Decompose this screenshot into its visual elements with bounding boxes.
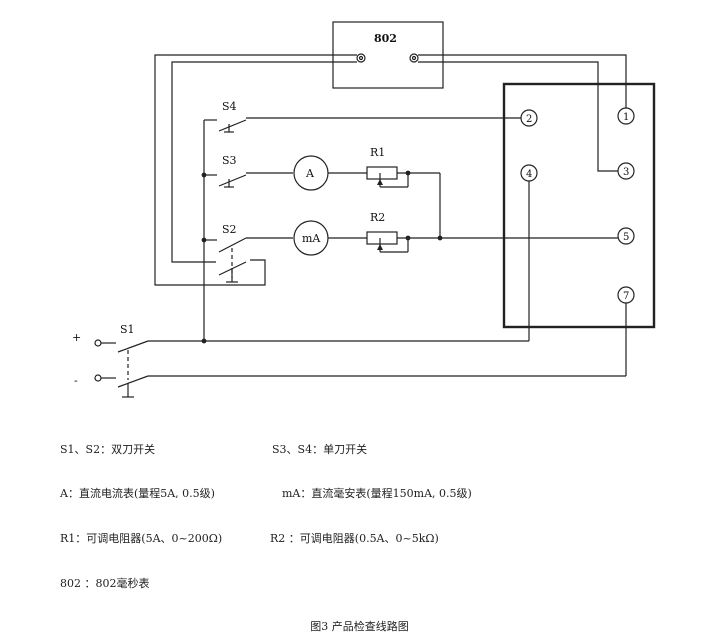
legend-r2: R2 ：可调电阻器(0.5A、0~5kΩ) [270, 532, 439, 545]
resistor-r2 [366, 231, 398, 245]
wire-timer-left-inner [171, 61, 357, 263]
legend-milliammeter: mA：直流毫安表(量程150mA, 0.5级) [282, 487, 472, 500]
milliammeter-label: mA [302, 232, 321, 245]
minus-sign: - [74, 374, 78, 387]
switch-s1-blade-lower [117, 375, 149, 388]
terminal-3-label: 3 [623, 167, 629, 178]
terminal-4-label: 4 [526, 169, 532, 180]
resistor-r1-label: R1 [370, 146, 385, 159]
timer-terminal-right [409, 53, 419, 63]
junction-dot [201, 237, 207, 243]
switch-s1-blade-upper [117, 340, 149, 353]
legend-s3-s4: S3、S4：单刀开关 [272, 443, 368, 456]
terminal-7-label: 7 [623, 291, 629, 302]
terminal-5-label: 5 [623, 232, 629, 243]
ammeter-label: A [305, 167, 315, 180]
junction-dot [405, 170, 411, 176]
terminal-5 [617, 227, 635, 245]
figure-caption: 图3 产品检查线路图 [310, 620, 409, 633]
wire-timer-left-outer [154, 54, 357, 286]
legend-s1-s2: S1、S2：双刀开关 [60, 443, 156, 456]
product-box [502, 82, 656, 329]
legend-ammeter: A：直流电流表(量程5A, 0.5级) [60, 487, 215, 500]
switch-s2-label: S2 [222, 223, 237, 236]
legend-r1: R1：可调电阻器(5A、0~200Ω) [60, 532, 223, 545]
resistor-r2-label: R2 [370, 211, 385, 224]
terminal-2-label: 2 [526, 114, 532, 125]
plus-terminal [94, 339, 102, 347]
switch-s4-blade [218, 119, 247, 132]
switch-s3-blade [218, 174, 247, 187]
switch-s1-label: S1 [120, 323, 135, 336]
wire-timer-right-3 [418, 61, 618, 172]
junction-dot [437, 235, 443, 241]
junction-dot [201, 172, 207, 178]
resistor-r1 [366, 166, 398, 180]
junction-dot [405, 235, 411, 241]
timer-terminal-left [356, 53, 366, 63]
minus-terminal [94, 374, 102, 382]
legend-timer: 802 ：802毫秒表 [60, 577, 150, 590]
circuit-diagram: 802 S4 S3 S2 S1 R1 R2 A mA + - 1 2 3 4 5… [72, 21, 656, 398]
terminal-1-label: 1 [623, 112, 629, 123]
wire-timer-right-1 [418, 54, 627, 108]
plus-sign: + [72, 331, 81, 344]
timer-label: 802 [374, 32, 397, 45]
switch-s4-label: S4 [222, 100, 237, 113]
junction-dot [201, 338, 207, 344]
switch-s2-blade [218, 237, 247, 253]
switch-s3-label: S3 [222, 154, 237, 167]
